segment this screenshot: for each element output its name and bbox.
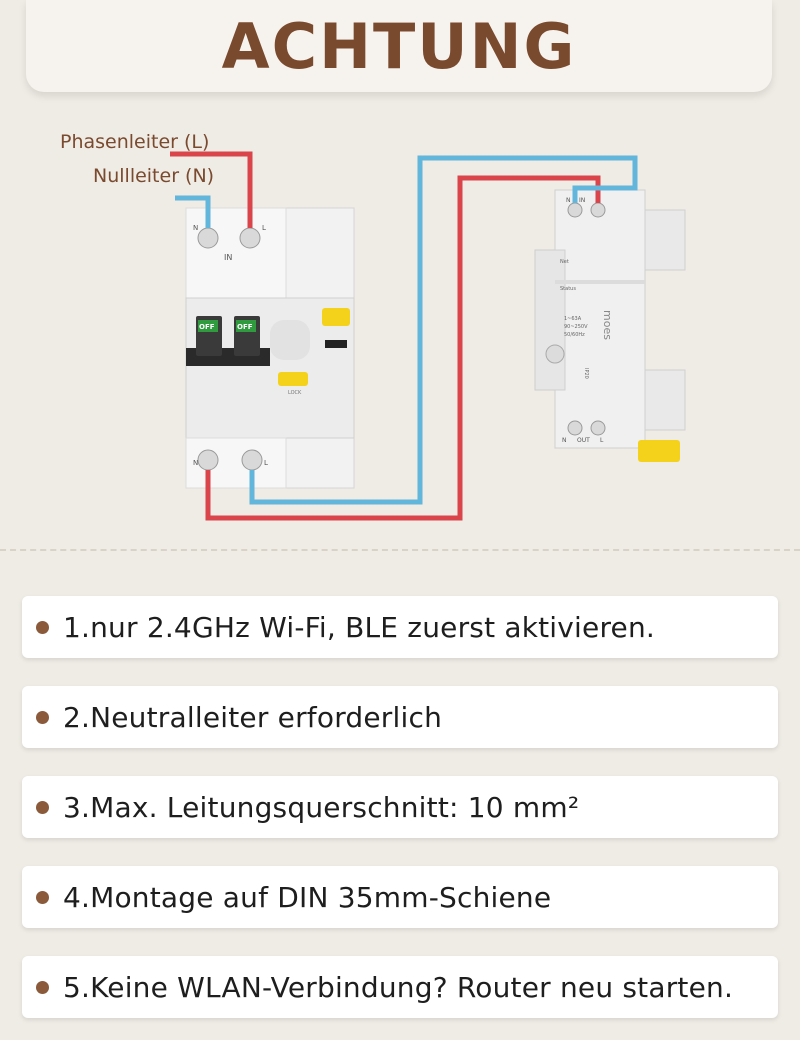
bullet-icon	[36, 620, 49, 634]
device-out-label: OUT	[577, 437, 590, 444]
switch-off-left: OFF	[199, 323, 215, 331]
breaker-terminal-l-top	[239, 227, 261, 249]
tip-text: 3.Max. Leitungsquerschnitt: 10 mm²	[63, 790, 580, 824]
neutral-wire-in	[175, 195, 211, 228]
device-out-n-label: N	[562, 437, 567, 444]
bullet-icon	[36, 800, 49, 814]
neutral-wire-out	[249, 155, 638, 505]
device-out-l-label: L	[600, 437, 604, 444]
device-spec-frequency: 50/60Hz	[564, 332, 585, 338]
circuit-breaker: N L IN OFF OFF LOCK N L	[185, 207, 355, 489]
breaker-l-bottom-label: L	[264, 459, 268, 467]
tip-text: 5.Keine WLAN-Verbindung? Router neu star…	[63, 970, 734, 1004]
tip-item: 1.nur 2.4GHz Wi-Fi, BLE zuerst aktiviere…	[22, 596, 778, 658]
device-spec-current: 1~63A	[564, 316, 582, 322]
breaker-n-bottom-label: N	[193, 459, 198, 467]
tip-item: 5.Keine WLAN-Verbindung? Router neu star…	[22, 956, 778, 1018]
device-status-label: Status	[560, 286, 576, 292]
page-title: ACHTUNG	[221, 9, 577, 83]
breaker-terminal-n-bottom	[197, 449, 219, 471]
device-ip-label: IP20	[583, 368, 589, 379]
bullet-icon	[36, 710, 49, 724]
breaker-terminal-n-top	[197, 227, 219, 249]
device-terminal-in-n	[567, 202, 583, 218]
device-terminal-out-n	[567, 420, 583, 436]
smart-switch-device: N IN L N OUT L Net Status 1~63A 90~250V …	[534, 189, 686, 462]
phase-wire-in	[170, 151, 253, 228]
breaker-in-label: IN	[224, 253, 232, 262]
switch-off-right: OFF	[237, 323, 253, 331]
breaker-l-top-label: L	[262, 224, 266, 232]
device-in-label: IN	[579, 197, 585, 204]
device-brand: moes	[601, 310, 614, 340]
tip-text: 4.Montage auf DIN 35mm-Schiene	[63, 880, 552, 914]
neutral-label: Nullleiter (N)	[93, 165, 214, 187]
tip-item: 3.Max. Leitungsquerschnitt: 10 mm²	[22, 776, 778, 838]
device-terminal-out-l	[590, 420, 606, 436]
test-button	[322, 308, 350, 326]
breaker-n-top-label: N	[193, 224, 198, 232]
breaker-lock-label: LOCK	[288, 390, 302, 396]
tip-text: 2.Neutralleiter erforderlich	[63, 700, 443, 734]
lock-button	[278, 372, 308, 386]
phase-label: Phasenleiter (L)	[60, 131, 209, 153]
device-in-n-label: N	[566, 197, 571, 204]
device-spec-voltage: 90~250V	[564, 324, 588, 330]
tip-item: 2.Neutralleiter erforderlich	[22, 686, 778, 748]
tip-item: 4.Montage auf DIN 35mm-Schiene	[22, 866, 778, 928]
section-divider	[0, 549, 800, 551]
breaker-terminal-l-bottom	[241, 449, 263, 471]
power-button-icon	[545, 344, 565, 364]
device-terminal-in-l	[590, 202, 606, 218]
device-net-label: Net	[560, 259, 569, 265]
tip-text: 1.nur 2.4GHz Wi-Fi, BLE zuerst aktiviere…	[63, 610, 656, 644]
title-banner: ACHTUNG	[26, 0, 772, 92]
phase-wire-out	[205, 175, 601, 521]
bullet-icon	[36, 890, 49, 904]
wiring-diagram: Phasenleiter (L) Nullleiter (N) N L IN O…	[60, 131, 686, 521]
bullet-icon	[36, 980, 49, 994]
